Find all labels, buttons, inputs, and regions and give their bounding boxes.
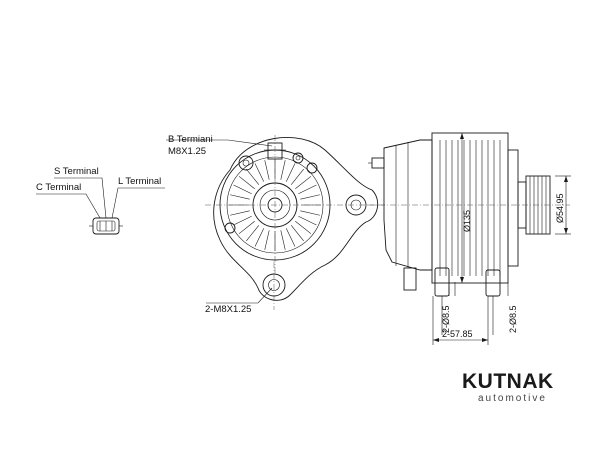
s-terminal-label: S Terminal [54, 166, 99, 177]
kutnak-logo: KUTNAK automotive [462, 370, 554, 404]
hole-left-dim: 2-Ø8.5 [441, 305, 451, 333]
cooling-fin [295, 220, 312, 234]
cooling-fin [233, 184, 252, 194]
hole-right-dim: 2-Ø8.5 [508, 305, 518, 333]
alternator-front-view [205, 135, 385, 310]
c-terminal-label: C Terminal [36, 182, 81, 193]
pulley-diameter-dim: Ø54.95 [555, 193, 565, 223]
cooling-fin [280, 160, 286, 180]
brand-name-start: KUTN [462, 370, 522, 393]
brand-name-end: K [538, 370, 554, 393]
cooling-fin [298, 184, 317, 194]
cooling-fin [254, 163, 264, 182]
cooling-fin [280, 230, 286, 250]
cooling-fin [254, 228, 264, 247]
brand-tagline: automotive [478, 393, 547, 404]
cooling-fin [300, 210, 320, 216]
cooling-fin [246, 225, 260, 242]
cooling-fin [295, 176, 312, 190]
cooling-fin [286, 163, 296, 182]
b-terminal-thread-label: M8X1.25 [168, 146, 206, 157]
mount-offset-dim: 2-57.85 [442, 329, 473, 339]
cooling-fin [300, 194, 320, 200]
brand-name-mid: A [522, 370, 538, 393]
cooling-fin [264, 230, 270, 250]
cooling-fin [290, 225, 304, 242]
cooling-fin [233, 216, 252, 226]
cooling-fin [246, 168, 260, 185]
connector-plug [36, 177, 165, 235]
cooling-fin [230, 194, 250, 200]
cooling-fin [238, 176, 255, 190]
cooling-fin [286, 228, 296, 247]
cooling-fin [290, 168, 304, 185]
b-terminal-label: B Termiani [168, 134, 213, 145]
cooling-fin [264, 160, 270, 180]
cooling-fin [298, 216, 317, 226]
body-diameter-dim: Ø135 [462, 210, 472, 232]
mount-bolts-label: 2-M8X1.25 [205, 304, 251, 315]
l-terminal-label: L Terminal [118, 176, 161, 187]
cooling-fin [238, 220, 255, 234]
svg-text:KUTNAK: KUTNAK [462, 370, 554, 393]
cooling-fin [230, 210, 250, 216]
alternator-side-view [368, 132, 570, 297]
